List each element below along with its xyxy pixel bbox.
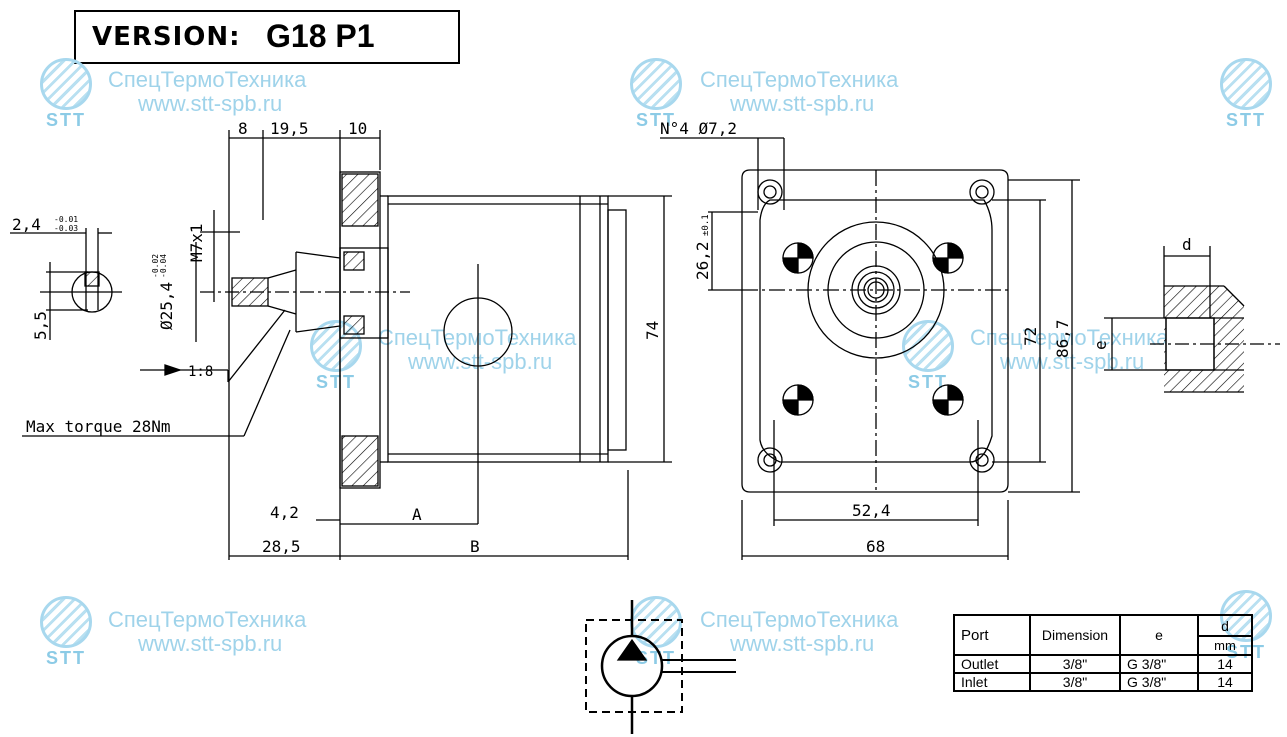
dim-key-tol-lower: -0.03 <box>54 224 78 233</box>
watermark-logo: STT <box>1218 58 1278 130</box>
dim-19-5: 19,5 <box>270 119 309 138</box>
row-dimension: 3/8" <box>1029 672 1121 692</box>
key-section-view <box>10 228 122 340</box>
dim-a: A <box>412 505 422 524</box>
dim-8: 8 <box>238 119 248 138</box>
dim-b: B <box>470 537 480 556</box>
dim-52-4: 52,4 <box>852 501 891 520</box>
watermark-globe-icon <box>630 58 682 110</box>
pump-symbol <box>585 600 736 734</box>
dim-10: 10 <box>348 119 367 138</box>
watermark-globe-icon <box>40 58 92 110</box>
dim-thread: M7x1 <box>187 223 206 262</box>
dim-port-d: d <box>1182 235 1192 254</box>
dim-taper: 1:8 <box>188 364 213 380</box>
header-port: Port <box>953 614 1031 656</box>
row-d: 14 <box>1197 654 1253 674</box>
dim-86-7: 86,7 <box>1053 319 1072 358</box>
watermark-globe-icon <box>1220 58 1272 110</box>
dim-68: 68 <box>866 537 885 556</box>
version-box: VERSION: G18 P1 <box>74 10 460 64</box>
watermark-logo: STT <box>628 58 688 130</box>
dim-26-2: 26,2 <box>693 241 712 280</box>
watermark-globe-icon <box>40 596 92 648</box>
max-torque-label: Max torque 28Nm <box>26 417 171 436</box>
watermark-logo: STT <box>900 320 960 392</box>
table-header-unit-row: mm <box>954 635 1253 656</box>
row-port: Outlet <box>953 654 1031 674</box>
dim-74: 74 <box>643 321 662 340</box>
table-row: Inlet 3/8" G 3/8" 14 <box>953 672 1253 692</box>
dim-pilot-dia: Ø25,4 <box>157 282 176 330</box>
dim-4-2: 4,2 <box>270 503 299 522</box>
version-value: G18 P1 <box>266 18 375 54</box>
row-e: G 3/8" <box>1119 654 1199 674</box>
port-table: Port Dimension e d mm Outlet 3/8" G 3/8"… <box>953 613 1253 692</box>
row-port: Inlet <box>953 672 1031 692</box>
watermark-globe-icon <box>902 320 954 372</box>
row-dimension: 3/8" <box>1029 654 1121 674</box>
dim-port-e: e <box>1091 340 1110 350</box>
dim-72: 72 <box>1021 327 1040 346</box>
row-d: 14 <box>1197 672 1253 692</box>
header-d-unit: mm <box>1197 635 1253 656</box>
dim-28-5: 28,5 <box>262 537 301 556</box>
front-view <box>660 137 1080 560</box>
table-row: Outlet 3/8" G 3/8" 14 <box>953 654 1253 674</box>
dim-26-2-tol: ±0.1 <box>701 214 711 236</box>
table-header-row: Port Dimension e d <box>953 613 1253 656</box>
version-label: VERSION: <box>92 22 241 52</box>
dim-shaft-5-5: 5,5 <box>31 311 50 340</box>
dim-pilot-tol-lower: -0.04 <box>159 254 168 278</box>
header-d: d <box>1197 613 1253 638</box>
dim-key-tol-upper: -0.01 <box>54 215 78 224</box>
dim-holes: N°4 Ø7,2 <box>660 119 737 138</box>
watermark-logo: STT <box>38 58 98 130</box>
port-detail-view <box>1104 246 1280 393</box>
dim-pilot-tol-upper: -0.02 <box>151 254 160 278</box>
dim-key-width: 2,4 <box>12 215 41 234</box>
side-view <box>22 130 672 560</box>
header-e: e <box>1119 614 1199 656</box>
header-dimension: Dimension <box>1029 614 1121 656</box>
row-e: G 3/8" <box>1119 672 1199 692</box>
watermark-logo: STT <box>38 596 98 668</box>
